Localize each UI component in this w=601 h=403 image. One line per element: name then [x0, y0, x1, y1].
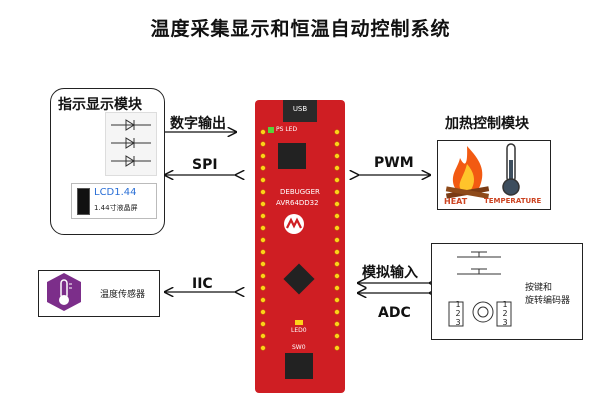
num-1: 1 — [455, 300, 461, 309]
heater-label: 加热控制模块 — [445, 116, 529, 132]
model-label: AVR64DD32 — [276, 199, 319, 207]
temperature-word: TEMPERATURE — [484, 197, 542, 205]
led0-icon — [295, 320, 303, 325]
lcd-title: LCD1.44 — [94, 187, 137, 198]
thermometer-hex-icon — [47, 273, 81, 311]
header-pins — [260, 129, 340, 351]
link-pwm: PWM — [374, 155, 414, 171]
link-spi: SPI — [192, 157, 218, 173]
lcd-module: LCD1.44 1.44寸液晶屏 — [71, 183, 157, 219]
thermometer-icon — [502, 143, 520, 196]
debugger-chip — [278, 143, 306, 169]
fire-icon — [445, 146, 490, 199]
encoder-num-left: 1 2 3 — [452, 300, 464, 327]
page-title: 温度采集显示和恒温自动控制系统 — [150, 18, 451, 40]
input-label-line2: 旋转编码器 — [525, 296, 571, 306]
sensor-label: 温度传感器 — [100, 290, 146, 300]
microchip-logo-icon — [284, 214, 304, 234]
input-label-line1: 按键和 — [525, 283, 553, 293]
num-2: 2 — [502, 309, 508, 318]
usb-connector: USB — [283, 100, 317, 122]
num-2: 2 — [455, 309, 461, 318]
link-digital-out: 数字输出 — [170, 116, 226, 132]
switch-encoder-icon — [448, 251, 512, 327]
num-3: 3 — [455, 318, 461, 327]
sw0-label: SW0 — [292, 344, 306, 351]
ps-led-label: PS LED — [276, 126, 298, 133]
link-analog-in: 模拟输入 — [362, 265, 418, 281]
diode-icon — [111, 119, 151, 167]
link-adc: ADC — [378, 305, 411, 321]
encoder-num-right: 1 2 3 — [499, 300, 511, 327]
input-box — [431, 243, 583, 340]
led0-label: LED0 — [291, 327, 307, 334]
lcd-caption: 1.44寸液晶屏 — [94, 204, 138, 212]
lcd-screen-icon — [77, 188, 90, 215]
num-1: 1 — [502, 300, 508, 309]
led-array — [105, 112, 157, 176]
display-module-label: 指示显示模块 — [58, 97, 142, 113]
num-3: 3 — [502, 318, 508, 327]
debugger-label: DEBUGGER — [280, 188, 320, 196]
heat-word: HEAT — [444, 197, 468, 206]
ps-led-icon — [268, 127, 274, 133]
sw0-button — [285, 353, 313, 379]
